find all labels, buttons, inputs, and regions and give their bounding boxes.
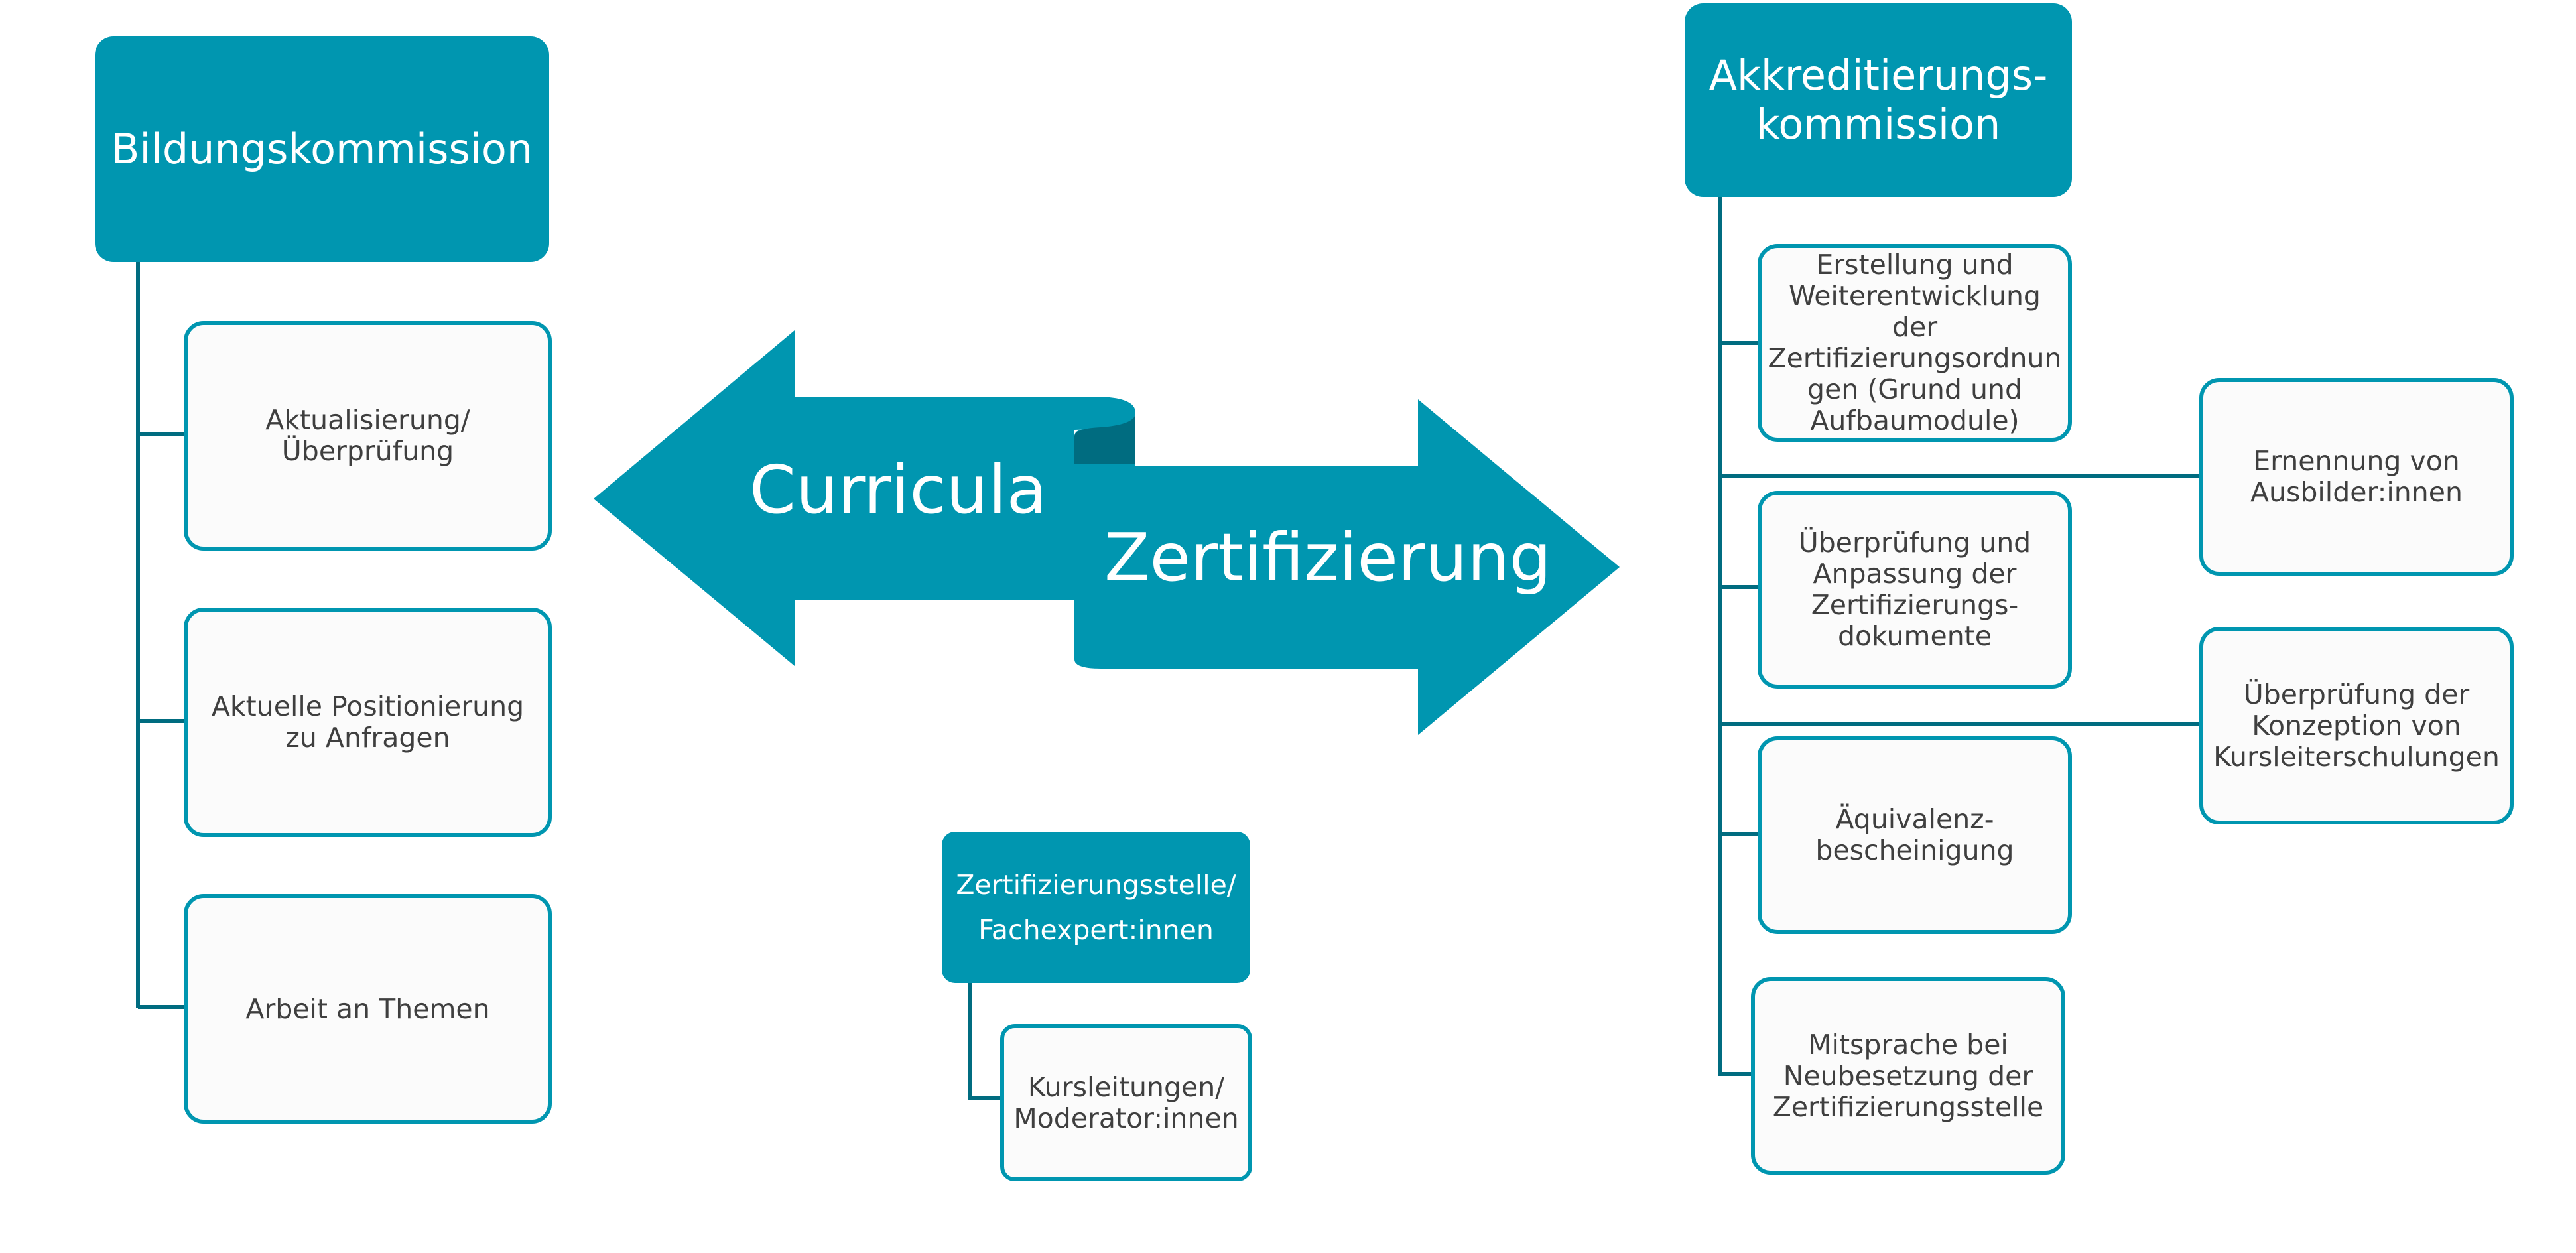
right-item-zertifizierungsdokumente: Überprüfung und Anpassung der Zertifizie… bbox=[1758, 491, 2072, 689]
zertifizierungsstelle-header: Zertifizierungsstelle/ Fachexpert:innen bbox=[942, 832, 1250, 983]
right-side-item-kursleiterschulungen: Überprüfung der Konzeption von Kursleite… bbox=[2199, 627, 2514, 824]
right-side-item-label: Ernennung von Ausbilder:innen bbox=[2250, 445, 2463, 508]
akkreditierungskommission-header: Akkreditierungs- kommission bbox=[1685, 3, 2072, 197]
right-connectors bbox=[1718, 196, 2201, 1076]
center-item-kursleitungen: Kursleitungen/ Moderator:innen bbox=[1000, 1024, 1252, 1181]
left-connectors bbox=[136, 260, 186, 1009]
right-side-item-ernennung: Ernennung von Ausbilder:innen bbox=[2199, 378, 2514, 576]
right-item-label: Äquivalenz- bescheinigung bbox=[1815, 803, 2014, 866]
zertifizierungsstelle-title: Zertifizierungsstelle/ Fachexpert:innen bbox=[956, 869, 1236, 946]
bildungskommission-header: Bildungskommission bbox=[95, 36, 549, 262]
right-item-aequivalenz: Äquivalenz- bescheinigung bbox=[1758, 736, 2072, 934]
left-item-label: Arbeit an Themen bbox=[245, 992, 490, 1025]
right-item-label: Erstellung und Weiterentwicklung der Zer… bbox=[1768, 249, 2062, 436]
left-item-aktualisierung: Aktualisierung/ Überprüfung bbox=[184, 321, 552, 551]
left-item-themen: Arbeit an Themen bbox=[184, 894, 552, 1124]
left-item-label: Aktuelle Positionierung zu Anfragen bbox=[211, 691, 525, 754]
right-side-item-label: Überprüfung der Konzeption von Kursleite… bbox=[2213, 678, 2500, 773]
scroll-curl bbox=[1074, 413, 1135, 464]
right-item-label: Mitsprache bei Neubesetzung der Zertifiz… bbox=[1772, 1028, 2044, 1123]
curricula-label: Curricula bbox=[749, 451, 1047, 529]
akkreditierungskommission-title: Akkreditierungs- kommission bbox=[1708, 51, 2048, 149]
left-item-label: Aktualisierung/ Überprüfung bbox=[265, 404, 470, 467]
right-item-mitsprache: Mitsprache bei Neubesetzung der Zertifiz… bbox=[1751, 977, 2065, 1175]
center-item-label: Kursleitungen/ Moderator:innen bbox=[1013, 1071, 1239, 1134]
left-item-positionierung: Aktuelle Positionierung zu Anfragen bbox=[184, 608, 552, 837]
curricula-arrow bbox=[594, 330, 1135, 666]
zertifizierung-arrow bbox=[1074, 399, 1620, 735]
zertifizierung-label: Zertifizierung bbox=[1104, 519, 1552, 596]
right-item-label: Überprüfung und Anpassung der Zertifizie… bbox=[1798, 527, 2031, 652]
right-item-zertifizierungsordnungen: Erstellung und Weiterentwicklung der Zer… bbox=[1758, 244, 2072, 442]
center-connectors bbox=[968, 982, 1001, 1100]
bildungskommission-title: Bildungskommission bbox=[111, 125, 533, 173]
